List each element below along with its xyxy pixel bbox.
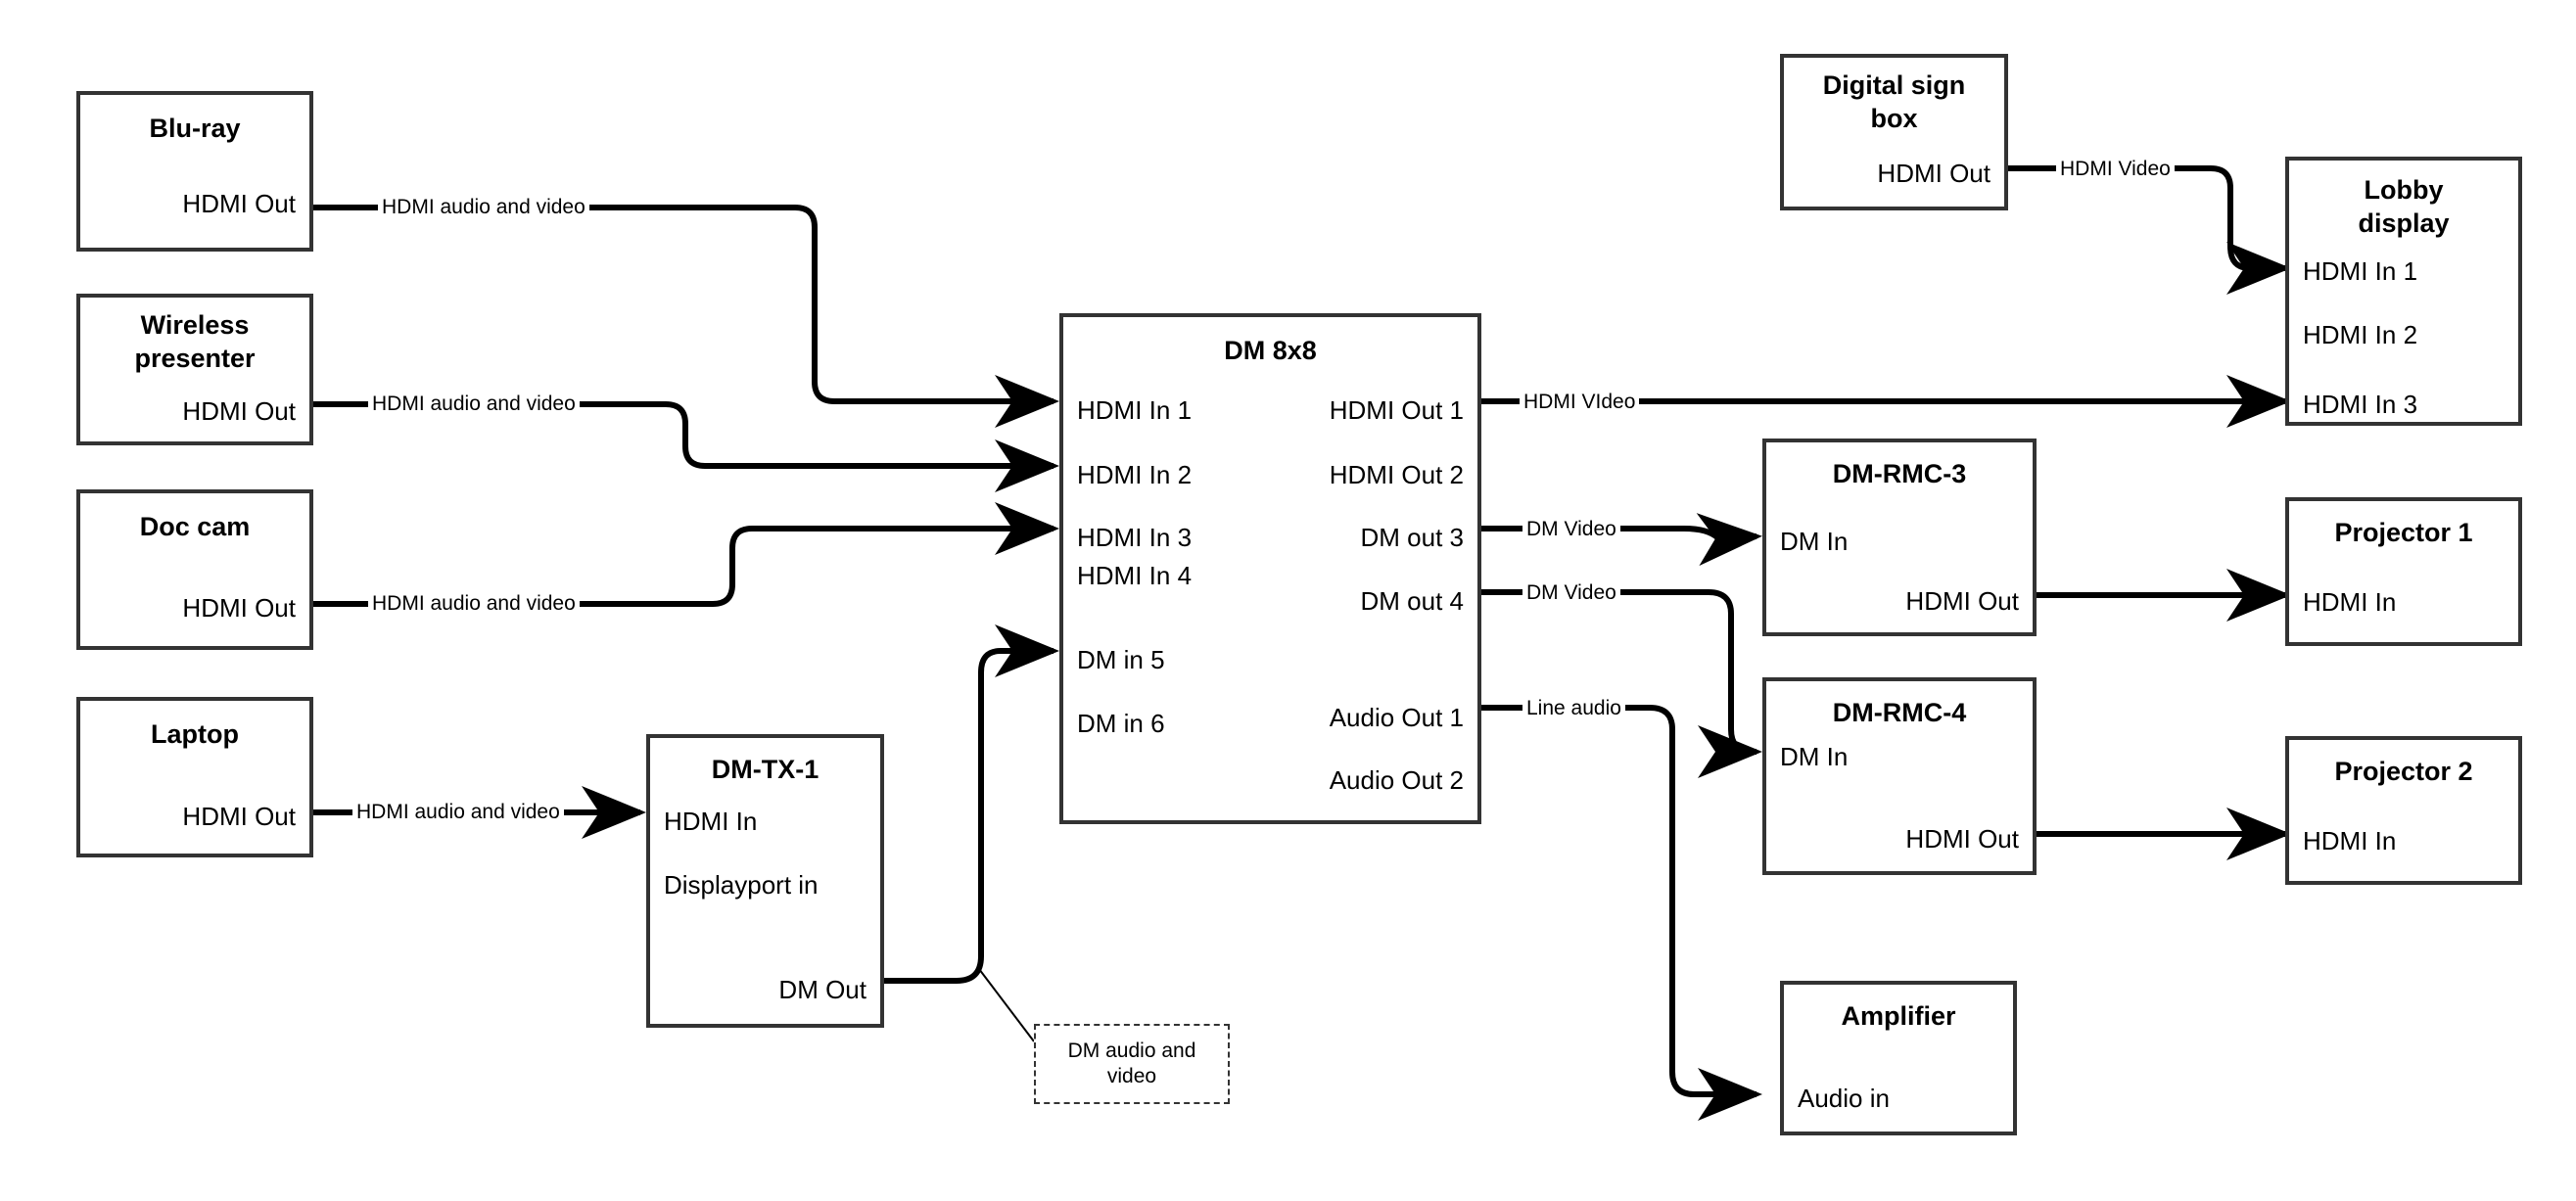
node-projector-2-port-hdmi-in: HDMI In [2303,826,2397,855]
node-bluray-title: Blu-ray [149,114,241,143]
wire-dm-audioout1-to-amplifier [1481,705,1762,1121]
node-laptop-port-hdmi-out: HDMI Out [182,802,296,831]
node-lobby-display-title-line1: Lobby [2364,175,2444,205]
node-laptop-title: Laptop [151,719,239,749]
node-amplifier-port-audio-in: Audio in [1798,1084,1890,1113]
node-digital-sign-box-title-line1: Digital sign [1822,70,1966,100]
node-dm-8x8-output-dm-out-3: DM out 3 [1360,523,1465,552]
node-dm-8x8-input-hdmi-in-1: HDMI In 1 [1077,395,1193,425]
node-doc-cam-title: Doc cam [139,512,251,541]
node-dm-8x8-input-hdmi-in-4: HDMI In 4 [1077,561,1193,590]
node-doc-cam-port-hdmi-out: HDMI Out [182,593,296,623]
wire-label-signbox-to-lobby: HDMI Video [2056,159,2175,179]
node-dm-8x8-output-audio-out-2: Audio Out 2 [1329,765,1464,795]
node-digital-sign-box[interactable]: Digital sign box HDMI Out [1780,54,2008,210]
node-dm-rmc-3-port-dm-in: DM In [1780,527,1849,556]
node-lobby-display-title-line2: display [2358,208,2450,238]
wire-label-wireless-to-dm: HDMI audio and video [368,393,580,414]
wire-label-audioout1-to-amp: Line audio [1522,698,1625,718]
node-projector-1[interactable]: Projector 1 HDMI In [2285,497,2522,646]
node-lobby-display-port-hdmi-in-1: HDMI In 1 [2303,256,2418,286]
node-dm-8x8-input-dm-in-5: DM in 5 [1077,645,1165,674]
node-dm-8x8-input-dm-in-6: DM in 6 [1077,709,1165,738]
wire-label-bluray-to-dm: HDMI audio and video [378,197,589,217]
node-dm-8x8-output-dm-out-4: DM out 4 [1360,586,1465,616]
node-dm-tx-1[interactable]: DM-TX-1 HDMI In Displayport in DM Out [646,734,884,1028]
node-wireless-presenter-title-line1: Wireless [140,310,250,340]
wire-signbox-to-lobby-hdmi-in-1 [2008,165,2291,295]
node-amplifier[interactable]: Amplifier Audio in [1780,981,2017,1135]
wire-label-dmout4-to-rmc4: DM Video [1522,582,1620,603]
node-dm-8x8-output-audio-out-1: Audio Out 1 [1329,703,1464,732]
wire-dm-dmout4-to-rmc4-dmin [1481,589,1762,778]
node-amplifier-title: Amplifier [1841,1001,1956,1031]
node-dm-tx-1-port-displayport-in: Displayport in [664,870,819,900]
node-laptop[interactable]: Laptop HDMI Out [76,697,313,857]
node-dm-8x8[interactable]: DM 8x8 HDMI In 1 HDMI In 2 HDMI In 3 HDM… [1059,313,1481,824]
node-dm-8x8-input-hdmi-in-3: HDMI In 3 [1077,523,1193,552]
node-dm-8x8-title: DM 8x8 [1224,336,1317,365]
node-bluray[interactable]: Blu-ray HDMI Out [76,91,313,252]
node-dm-rmc-3[interactable]: DM-RMC-3 DM In HDMI Out [1762,439,2037,636]
node-dm-tx-1-title: DM-TX-1 [711,755,820,784]
node-projector-1-port-hdmi-in: HDMI In [2303,587,2397,617]
node-dm-tx-1-port-hdmi-in: HDMI In [664,807,758,836]
node-digital-sign-box-port-hdmi-out: HDMI Out [1877,159,1991,188]
node-dm-rmc-4-title: DM-RMC-4 [1832,698,1967,727]
annotation-dm-audio-and-video: DM audio and video [1034,1024,1230,1104]
node-dm-rmc-4[interactable]: DM-RMC-4 DM In HDMI Out [1762,677,2037,875]
node-bluray-port-hdmi-out: HDMI Out [182,189,296,218]
wire-label-dmout3-to-rmc3: DM Video [1522,519,1620,539]
annotation-leader-line [978,968,1035,1042]
node-dm-8x8-output-hdmi-out-2: HDMI Out 2 [1329,460,1464,489]
node-projector-2-title: Projector 2 [2334,757,2473,786]
node-wireless-presenter-title-line2: presenter [134,344,256,373]
wire-label-laptop-to-tx: HDMI audio and video [352,802,564,822]
node-digital-sign-box-title-line2: box [1870,104,1918,133]
node-doc-cam[interactable]: Doc cam HDMI Out [76,489,313,650]
node-dm-rmc-4-port-hdmi-out: HDMI Out [1905,824,2019,854]
node-dm-rmc-3-title: DM-RMC-3 [1832,459,1967,488]
node-lobby-display-port-hdmi-in-2: HDMI In 2 [2303,320,2418,349]
wire-label-doccam-to-dm: HDMI audio and video [368,593,580,614]
node-wireless-presenter-port-hdmi-out: HDMI Out [182,396,296,426]
node-dm-rmc-3-port-hdmi-out: HDMI Out [1905,586,2019,616]
node-dm-rmc-4-port-dm-in: DM In [1780,742,1849,771]
node-projector-1-title: Projector 1 [2334,518,2473,547]
node-dm-8x8-input-hdmi-in-2: HDMI In 2 [1077,460,1193,489]
wire-dmtx-dmout-to-dm-in-5 [884,624,1059,984]
wire-bluray-to-dm-hdmi-in-1 [313,205,1059,428]
wire-label-hdmiout1-to-lobby: HDMI VIdeo [1520,392,1640,412]
node-dm-tx-1-port-dm-out: DM Out [778,975,866,1004]
node-dm-8x8-output-hdmi-out-1: HDMI Out 1 [1329,395,1464,425]
node-lobby-display[interactable]: Lobby display HDMI In 1 HDMI In 2 HDMI I… [2285,157,2522,426]
node-projector-2[interactable]: Projector 2 HDMI In [2285,736,2522,885]
node-lobby-display-port-hdmi-in-3: HDMI In 3 [2303,390,2418,419]
node-wireless-presenter[interactable]: Wireless presenter HDMI Out [76,294,313,445]
